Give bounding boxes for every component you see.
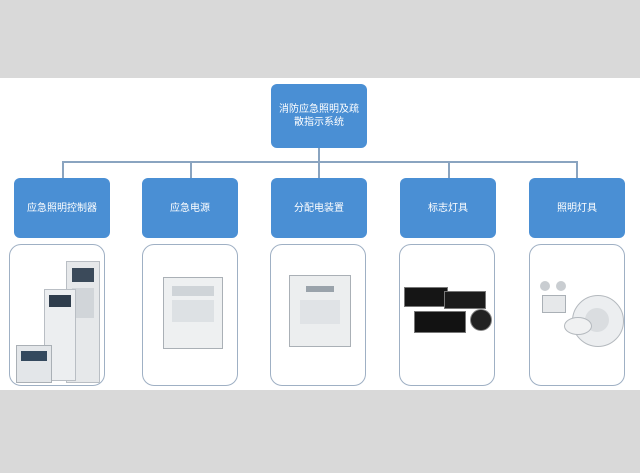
- child-node-distribution: 分配电装置: [271, 178, 367, 238]
- exit-sign-image-2: [444, 291, 486, 309]
- small-ceiling-lamp-image: [564, 317, 592, 335]
- panel-emergency-power: [142, 244, 238, 386]
- connector-child-5: [576, 161, 578, 178]
- root-node: 消防应急照明及疏散指示系统: [271, 84, 367, 148]
- child-node-lighting-lamps: 照明灯具: [529, 178, 625, 238]
- panel-controller: [9, 244, 105, 386]
- connector-horizontal: [62, 161, 578, 163]
- connector-child-3: [318, 161, 320, 178]
- child-node-label: 照明灯具: [557, 202, 597, 214]
- child-node-label: 应急照明控制器: [27, 202, 97, 214]
- controller-small-image: [16, 345, 52, 383]
- twin-head-lamp-image: [536, 275, 570, 317]
- panel-sign-lamps: [399, 244, 495, 386]
- child-node-label: 应急电源: [170, 202, 210, 214]
- connector-child-1: [62, 161, 64, 178]
- emergency-power-box-image: [163, 277, 223, 349]
- child-node-label: 分配电装置: [294, 202, 344, 214]
- connector-child-2: [190, 161, 192, 178]
- controller-unit-image: [44, 289, 76, 381]
- child-node-sign-lamps: 标志灯具: [400, 178, 496, 238]
- connector-root-down: [318, 148, 320, 162]
- exit-sign-image-1: [404, 287, 448, 307]
- connector-child-4: [448, 161, 450, 178]
- exit-sign-round-image: [470, 309, 492, 331]
- distribution-box-image: [289, 275, 351, 347]
- child-node-emergency-power: 应急电源: [142, 178, 238, 238]
- panel-distribution: [270, 244, 366, 386]
- panel-lighting-lamps: [529, 244, 625, 386]
- exit-sign-image-3: [414, 311, 466, 333]
- child-node-label: 标志灯具: [428, 202, 468, 214]
- root-node-label: 消防应急照明及疏散指示系统: [279, 104, 359, 128]
- child-node-controller: 应急照明控制器: [14, 178, 110, 238]
